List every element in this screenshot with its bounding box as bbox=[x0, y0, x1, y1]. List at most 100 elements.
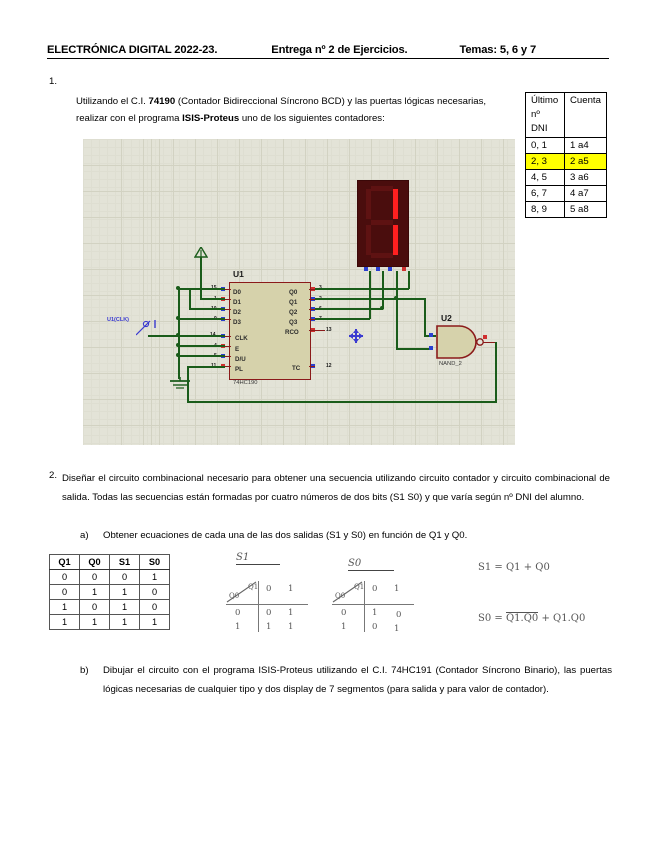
wire-q2-to-display bbox=[315, 308, 383, 310]
ic-u2-value: NAND_2 bbox=[439, 361, 462, 367]
kmap-s0-hline bbox=[332, 604, 414, 606]
exercise-2a: a) Obtener ecuaciones de cada una de las… bbox=[80, 526, 610, 545]
wire-junction bbox=[380, 306, 384, 310]
kmap-s1-row-var: Q0 bbox=[229, 592, 240, 600]
wire-to-e bbox=[178, 345, 225, 347]
equation-s0-rhs-overline: Q1.Q0 bbox=[505, 612, 539, 624]
header-assignment: Entrega nº 2 de Ejercicios. bbox=[271, 44, 408, 56]
table-row-highlighted: 2, 3 2 a5 bbox=[525, 153, 607, 170]
wire-junction bbox=[176, 353, 180, 357]
pin-label-q3: Q3 bbox=[289, 319, 298, 326]
kmap-s0-cell-01: 0 bbox=[396, 610, 402, 620]
ex1-text-c: uno de los siguientes contadores: bbox=[239, 112, 385, 124]
wire-to-d2 bbox=[189, 308, 225, 310]
segment-b bbox=[393, 189, 398, 219]
clk-terminal-marker bbox=[136, 320, 156, 336]
cell-q0: 0 bbox=[79, 569, 110, 585]
ic-u1-74hc190 bbox=[229, 282, 311, 380]
cuenta-cell: 3 a6 bbox=[564, 169, 607, 186]
equation-s1-rhs: Q1 + Q0 bbox=[505, 562, 550, 573]
kmap-s0-rowhdr-0: 0 bbox=[341, 608, 347, 618]
pin-label-du: D/U bbox=[235, 356, 246, 363]
cell-s1: 1 bbox=[109, 614, 140, 630]
table-row: 4, 5 3 a6 bbox=[525, 169, 607, 186]
exercise-2a-text: Obtener ecuaciones de cada una de las do… bbox=[103, 530, 468, 541]
kmap-s0-diagonal bbox=[332, 581, 363, 603]
wire-junction bbox=[176, 316, 180, 320]
kmap-s0-title: S0 bbox=[348, 558, 394, 571]
pin-pad bbox=[429, 346, 433, 350]
wire-feedback-up bbox=[187, 366, 189, 402]
wire-nand-out-down bbox=[495, 342, 497, 402]
exercise-2b: b) Dibujar el circuito con el programa I… bbox=[80, 661, 612, 699]
kmap-s0-cell-10: 0 bbox=[372, 622, 378, 632]
cell-q1: 1 bbox=[49, 614, 80, 630]
display-pin-pad bbox=[388, 267, 392, 271]
dni-header: Último nº DNI bbox=[525, 92, 565, 138]
page-header: ELECTRÓNICA DIGITAL 2022-23. Entrega nº … bbox=[47, 44, 609, 59]
kmap-s1-col-var: Q1 bbox=[248, 583, 259, 591]
proteus-schematic-image: U1 74HC190 D0 D1 D2 D3 CLK E D/U PL Q0 Q… bbox=[83, 139, 515, 445]
wire-branch bbox=[189, 288, 191, 310]
exercise-1-text: Utilizando el C.I. 74190 (Contador Bidir… bbox=[76, 94, 510, 127]
seven-segment-display bbox=[357, 180, 409, 267]
wire-to-nand bbox=[396, 271, 398, 349]
equation-s0-rhs-plain: + Q1.Q0 bbox=[541, 613, 586, 624]
wire-to-du bbox=[178, 355, 225, 357]
pin-label-d1: D1 bbox=[233, 299, 241, 306]
equation-s0-lhs: S0 bbox=[478, 613, 492, 624]
wire-q3-up bbox=[369, 271, 371, 319]
table-row: 8, 9 5 a8 bbox=[525, 201, 607, 218]
table-row: 0, 1 1 a4 bbox=[525, 137, 607, 154]
wire-q0-up bbox=[408, 271, 410, 289]
kmap-s1-diagonal bbox=[226, 581, 257, 603]
pin-label-q1: Q1 bbox=[289, 299, 298, 306]
cuenta-cell: 1 a4 bbox=[564, 137, 607, 154]
pin-label-e: E bbox=[235, 346, 240, 353]
table-row: 6, 7 4 a7 bbox=[525, 185, 607, 202]
kmap-s1-cell-11: 1 bbox=[288, 622, 294, 632]
table-row: 0 0 0 1 bbox=[49, 569, 170, 585]
cell-q1: 0 bbox=[49, 569, 80, 585]
cell-s0: 1 bbox=[139, 569, 170, 585]
segment-a bbox=[371, 186, 393, 191]
cuenta-cell: 5 a8 bbox=[564, 201, 607, 218]
wire-junction bbox=[176, 286, 180, 290]
ic-u2-reference: U2 bbox=[441, 313, 452, 323]
table-header-row: Último nº DNI Cuenta bbox=[525, 92, 607, 138]
table-row: 1 1 1 1 bbox=[49, 614, 170, 630]
kmap-s0-colhdr-0: 0 bbox=[372, 584, 378, 594]
equation-s1-equals: = bbox=[494, 562, 506, 573]
col-header-q0: Q0 bbox=[79, 554, 110, 570]
exercise-2-number: 2. bbox=[49, 470, 58, 481]
cell-q0: 1 bbox=[79, 584, 110, 600]
wire-vcc bbox=[200, 257, 202, 299]
kmap-s0-col-var: Q1 bbox=[354, 583, 365, 591]
pin-label-tc: TC bbox=[292, 365, 301, 372]
cell-q1: 1 bbox=[49, 599, 80, 615]
wire-nand-input-b bbox=[396, 348, 429, 350]
cell-s0: 0 bbox=[139, 584, 170, 600]
equation-s0: S0 = Q1.Q0 + Q1.Q0 bbox=[478, 612, 586, 624]
wire-to-pl bbox=[187, 366, 225, 368]
cell-s1: 1 bbox=[109, 599, 140, 615]
cuenta-header: Cuenta bbox=[564, 92, 607, 138]
kmap-s1-hline bbox=[226, 604, 308, 606]
display-pin-pad bbox=[364, 267, 368, 271]
kmap-s0-colhdr-1: 1 bbox=[394, 584, 400, 594]
cell-s1: 0 bbox=[109, 569, 140, 585]
ex1-ic-name: 74190 bbox=[148, 96, 176, 107]
kmap-s1-colhdr-1: 1 bbox=[288, 584, 294, 594]
display-pin-pad bbox=[376, 267, 380, 271]
pin-label-q0: Q0 bbox=[289, 289, 298, 296]
segment-d bbox=[371, 253, 393, 258]
segment-c bbox=[393, 225, 398, 255]
kmap-s0-rowhdr-1: 1 bbox=[341, 622, 347, 632]
col-header-s1: S1 bbox=[109, 554, 140, 570]
pin-label-d2: D2 bbox=[233, 309, 241, 316]
cell-q0: 1 bbox=[79, 614, 110, 630]
cell-q1: 0 bbox=[49, 584, 80, 600]
kmap-s1-cell-10: 1 bbox=[266, 622, 272, 632]
dni-cell: 0, 1 bbox=[525, 137, 565, 154]
pin-label-q2: Q2 bbox=[289, 309, 298, 316]
